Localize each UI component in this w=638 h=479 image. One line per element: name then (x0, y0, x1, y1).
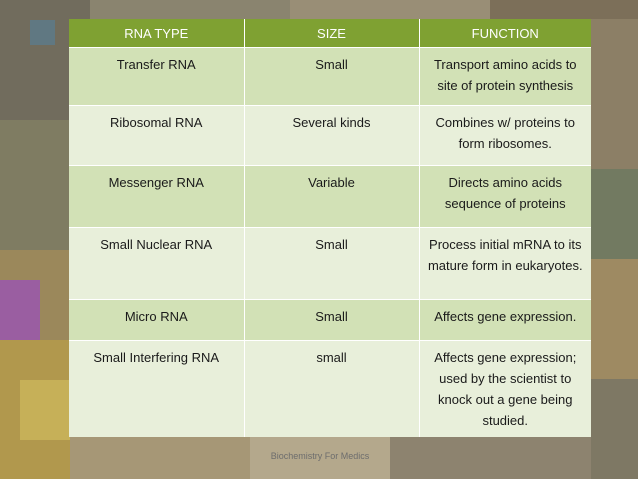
rna-type-cell: Small Interfering RNA (69, 339, 244, 437)
size-cell: Small (243, 226, 419, 300)
table-row: Messenger RNA Variable Directs amino aci… (69, 165, 591, 228)
rna-type-cell: Micro RNA (69, 299, 244, 341)
table-row: Small Nuclear RNA Small Process initial … (69, 226, 591, 300)
footer-text: Biochemistry For Medics (270, 451, 370, 461)
table-row: Micro RNA Small Affects gene expression. (69, 299, 591, 341)
function-cell: Affects gene expression; used by the sci… (418, 339, 591, 437)
rna-type-cell: Small Nuclear RNA (69, 226, 244, 300)
function-cell: Process initial mRNA to its mature form … (418, 226, 591, 300)
size-cell: Variable (243, 165, 419, 228)
size-cell: Several kinds (243, 105, 419, 166)
column-header-size: SIZE (243, 19, 419, 48)
table-row: Ribosomal RNA Several kinds Combines w/ … (69, 105, 591, 166)
size-cell: Small (243, 299, 419, 341)
function-cell: Transport amino acids to site of protein… (418, 46, 591, 106)
rna-type-cell: Messenger RNA (69, 165, 244, 228)
function-cell: Combines w/ proteins to form ribosomes. (418, 105, 591, 166)
table-header-row: RNA TYPE SIZE FUNCTION (69, 19, 591, 48)
size-cell: Small (243, 46, 419, 106)
table-row: Small Interfering RNA small Affects gene… (69, 339, 591, 437)
column-header-function: FUNCTION (418, 19, 591, 48)
rna-types-table: RNA TYPE SIZE FUNCTION Transfer RNA Smal… (69, 19, 591, 437)
rna-type-cell: Ribosomal RNA (69, 105, 244, 166)
column-header-rna-type: RNA TYPE (69, 19, 244, 48)
table-row: Transfer RNA Small Transport amino acids… (69, 46, 591, 106)
size-cell: small (243, 339, 419, 437)
function-cell: Affects gene expression. (418, 299, 591, 341)
function-cell: Directs amino acids sequence of proteins (418, 165, 591, 228)
rna-type-cell: Transfer RNA (69, 46, 244, 106)
